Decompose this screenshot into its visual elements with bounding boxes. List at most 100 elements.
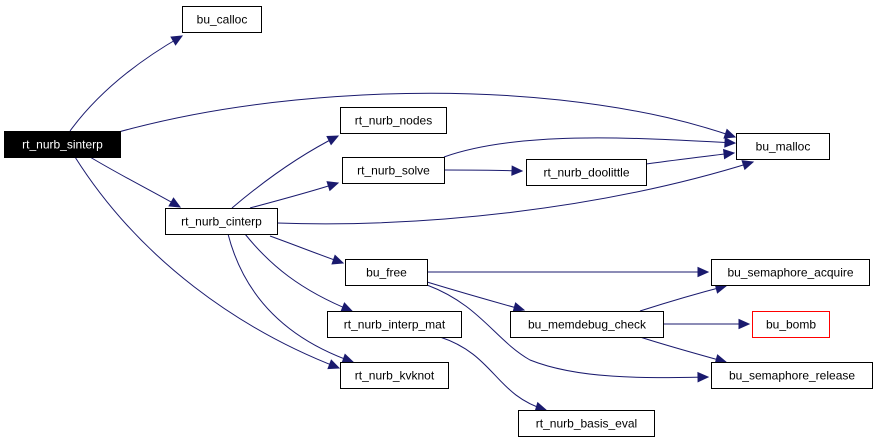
edges-layer [69,35,755,413]
node-label: rt_nurb_solve [357,164,430,178]
arrowhead-icon [697,266,710,278]
edge-line [639,285,727,312]
edge-line [639,336,727,363]
edge-bu-free-to-bu-memdebug-check [426,281,526,313]
arrowhead-icon [326,181,340,192]
edge-rt-nurb-cinterp-to-rt-nurb-solve [249,181,340,209]
edge-line [443,169,523,172]
node-box [711,362,873,389]
node-box [510,311,664,338]
edge-line [249,182,339,209]
node-box [340,362,449,389]
node-label: rt_nurb_interp_mat [344,318,446,332]
arrowhead-icon [724,137,737,148]
node-rt-nurb-basis-eval[interactable]: rt_nurb_basis_eval [518,410,655,437]
edge-rt-nurb-sinterp-to-bu-calloc [69,35,184,132]
node-label: rt_nurb_kvknot [355,369,435,383]
node-box [327,311,462,338]
edge-bu-free-to-bu-semaphore-release [426,284,710,383]
arrowhead-icon [326,135,340,146]
arrowhead-icon [340,302,354,312]
edge-rt-nurb-cinterp-to-rt-nurb-interp-mat [244,233,354,312]
node-rt-nurb-solve[interactable]: rt_nurb_solve [342,157,445,184]
node-label: rt_nurb_nodes [355,114,432,128]
node-label: bu_semaphore_release [729,369,855,383]
edge-line [426,284,709,379]
node-label: rt_nurb_cinterp [181,215,262,229]
edge-line [276,161,754,225]
node-label: rt_nurb_sinterp [22,138,103,152]
arrowhead-icon [723,128,737,139]
arrowhead-icon [722,148,736,160]
arrowhead-icon [741,160,755,171]
node-label: bu_free [366,266,407,280]
edge-line [443,137,736,158]
edge-rt-nurb-sinterp-to-rt-nurb-kvknot [74,156,341,370]
edge-line [227,233,354,363]
edge-line [74,156,340,369]
edge-line [114,92,736,138]
node-label: rt_nurb_doolittle [543,166,629,180]
edge-rt-nurb-doolittle-to-bu-malloc [645,148,736,165]
node-box [342,157,445,184]
node-box [345,259,428,286]
node-box [736,133,830,160]
arrowhead-icon [697,371,710,383]
edge-bu-free-to-bu-semaphore-acquire [427,266,710,278]
edge-bu-memdebug-check-to-bu-semaphore-release [639,336,728,365]
edge-rt-nurb-solve-to-rt-nurb-doolittle [443,165,524,176]
edge-rt-nurb-sinterp-to-bu-malloc [114,92,737,139]
node-rt-nurb-doolittle[interactable]: rt_nurb_doolittle [526,159,647,186]
arrowhead-icon [168,197,182,208]
edge-line [89,156,181,208]
node-box [518,410,655,437]
arrowhead-icon [512,302,526,313]
edge-line [426,281,525,311]
nodes-layer: rt_nurb_sinterp bu_calloc bu_malloc rt_nurb… [4,6,873,437]
node-rt-nurb-cinterp[interactable]: rt_nurb_cinterp [165,208,278,235]
node-label: rt_nurb_basis_eval [536,417,637,431]
arrowhead-icon [170,35,184,46]
node-bu-free[interactable]: bu_free [345,259,428,286]
node-label: bu_bomb [766,318,816,332]
node-box [711,259,870,286]
node-label: bu_memdebug_check [528,318,647,332]
node-box [340,107,447,134]
edge-rt-nurb-cinterp-to-rt-nurb-kvknot [227,233,355,364]
node-rt-nurb-interp-mat[interactable]: rt_nurb_interp_mat [327,311,462,338]
arrowhead-icon [511,165,524,176]
edge-rt-nurb-cinterp-to-bu-free [269,235,345,265]
node-bu-malloc[interactable]: bu_malloc [736,133,830,160]
node-box [165,208,278,235]
node-bu-semaphore-acquire[interactable]: bu_semaphore_acquire [711,259,870,286]
arrowhead-icon [331,254,345,265]
node-box [526,159,647,186]
edge-line [439,336,547,411]
edge-rt-nurb-solve-to-bu-malloc [443,137,737,158]
edge-bu-memdebug-check-to-bu-bomb [663,318,751,330]
node-label: bu_semaphore_acquire [727,266,853,280]
node-rt-nurb-kvknot[interactable]: rt_nurb_kvknot [340,362,449,389]
node-bu-calloc[interactable]: bu_calloc [182,6,262,33]
edge-rt-nurb-interp-mat-to-rt-nurb-basis-eval [439,336,548,413]
node-label: bu_calloc [197,13,248,27]
node-bu-semaphore-release[interactable]: bu_semaphore_release [711,362,873,389]
edge-line [645,152,735,165]
node-box [4,131,121,158]
arrowhead-icon [738,318,751,330]
node-label: bu_malloc [756,140,811,154]
arrowhead-icon [341,353,355,364]
edge-line [269,235,344,264]
edge-rt-nurb-sinterp-to-rt-nurb-cinterp [89,156,182,208]
node-bu-memdebug-check[interactable]: bu_memdebug_check [510,311,664,338]
node-rt-nurb-sinterp[interactable]: rt_nurb_sinterp [4,131,121,158]
edge-bu-memdebug-check-to-bu-semaphore-acquire [639,283,728,312]
node-rt-nurb-nodes[interactable]: rt_nurb_nodes [340,107,447,134]
node-bu-bomb[interactable]: bu_bomb [752,311,830,338]
edge-rt-nurb-cinterp-to-rt-nurb-nodes [231,135,340,209]
arrowhead-icon [327,359,341,370]
edge-rt-nurb-cinterp-to-bu-malloc [276,160,755,225]
node-box [752,311,830,338]
edge-line [231,135,339,209]
